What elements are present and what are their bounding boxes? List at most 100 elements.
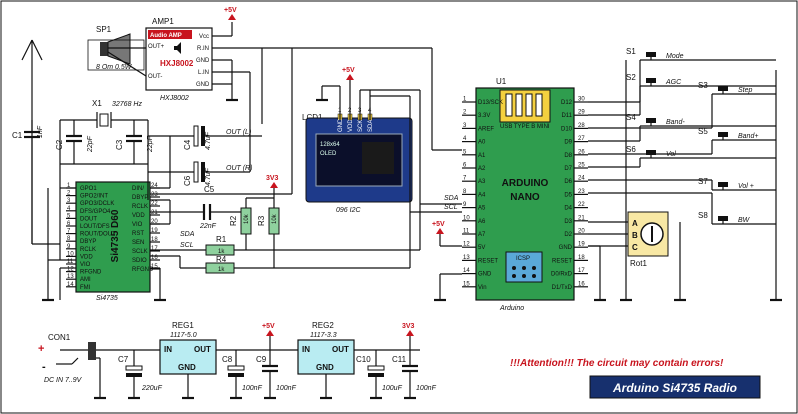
- oled-pin-label: SDA: [368, 120, 374, 132]
- si4735-body: Si4735 D60: [110, 209, 121, 262]
- u2-left-pin: FMI: [80, 285, 91, 291]
- switch-ref: S6: [626, 145, 636, 154]
- amp-pin-outm: OUT-: [148, 74, 162, 80]
- u1-right-num: 23: [578, 189, 585, 195]
- u2-left-pin: VDD: [80, 254, 93, 260]
- u1-right-pin: D7: [564, 166, 572, 172]
- u2-left-pin: LOUT/DFS: [80, 224, 110, 230]
- u1-right-num: 28: [578, 123, 585, 129]
- c4-ref: C4: [183, 139, 192, 150]
- reg1-out: OUT: [194, 345, 211, 354]
- oled-pin-label: GND: [338, 118, 344, 132]
- reg2-out: OUT: [332, 345, 349, 354]
- sp1-value: 8 Om 0.5W: [96, 64, 133, 71]
- u2-right-num: 18: [151, 237, 158, 243]
- u2-left-pin: GPO1: [80, 186, 97, 192]
- reg2-gnd: GND: [316, 363, 334, 372]
- switch-label: BW: [738, 217, 751, 224]
- arduino-5v-arrow: [436, 228, 444, 234]
- icsp-label: ICSP: [516, 256, 530, 262]
- u1-right-pin: RESET: [552, 258, 572, 264]
- u2-left-pin: RCLK: [80, 247, 96, 253]
- amp-ref: AMP1: [152, 17, 174, 26]
- u1-left-pin: A6: [478, 219, 486, 225]
- banner-box: [589, 375, 761, 399]
- switch-ref: S2: [626, 73, 636, 82]
- amp-header: Audio AMP: [150, 33, 182, 39]
- u2-right-num: 23: [151, 192, 158, 198]
- u2-right-num: 15: [151, 264, 158, 270]
- u1-left-pin: RESET: [478, 258, 498, 264]
- u1-right-num: 20: [578, 229, 585, 235]
- amp-pin-rin: R.IN: [197, 46, 209, 52]
- u1-left-pin: 3.3V: [478, 113, 490, 119]
- x1-freq: 32768 Hz: [112, 101, 142, 108]
- u1-left-num: 11: [463, 229, 470, 235]
- u1-left-num: 7: [463, 176, 467, 182]
- c10-ref: C10: [356, 355, 371, 364]
- oled-line2: OLED: [320, 151, 337, 157]
- reg1-part: 1117-5.0: [170, 332, 197, 339]
- reg1-5v-label: +5V: [262, 323, 275, 330]
- u1-right-num: 19: [578, 242, 585, 248]
- u1-right-pin: D1/TxD: [552, 285, 573, 291]
- c2-value: 22pF: [87, 135, 94, 153]
- u1-left-num: 13: [463, 255, 470, 261]
- u1-right-pin: D0/RxD: [551, 272, 573, 278]
- u1-left-pin: A3: [478, 179, 486, 185]
- con1-ref: CON1: [48, 333, 71, 342]
- reg2-part: 1117-3.3: [310, 332, 337, 339]
- u1-left-pin: A4: [478, 192, 486, 198]
- u2-right-pin: RCLK: [132, 204, 148, 210]
- u1-right-pin: D2: [564, 232, 572, 238]
- switch-actuator: [718, 132, 728, 137]
- r2-value: 10k: [244, 213, 250, 224]
- u2-left-num: 8: [67, 236, 71, 242]
- reg1-body: [159, 339, 217, 375]
- u1-left-pin: A5: [478, 206, 486, 212]
- u1-left-pin: 5V: [478, 245, 485, 251]
- u1-left-pin: D13/SCK: [478, 100, 503, 106]
- u1-right-num: 17: [578, 268, 585, 274]
- switch-ref: S1: [626, 47, 636, 56]
- reg2-ref: REG2: [312, 321, 334, 330]
- u1-right-num: 29: [578, 110, 585, 116]
- u1-left-num: 6: [463, 163, 467, 169]
- out-right-label: OUT (R): [226, 165, 252, 172]
- u1-left-num: 14: [463, 268, 470, 274]
- attention-note: !!!Attention!!! The circuit may contain …: [510, 358, 724, 369]
- u2-right-pin: RFGND: [132, 267, 154, 273]
- amp-chip: HXJ8002: [160, 59, 194, 68]
- amp-header-bg: [148, 30, 192, 39]
- u1-right-pin: D6: [564, 179, 572, 185]
- arduino-title2: NANO: [510, 192, 540, 203]
- encoder-pin-c: C: [632, 243, 638, 252]
- u2-left-pin: DOUT: [80, 216, 97, 222]
- sda-label-right: SDA: [444, 195, 459, 202]
- u2-right-num: 16: [151, 255, 158, 261]
- encoder-ref: Rot1: [630, 259, 647, 268]
- switch-actuator: [718, 182, 728, 187]
- u1-left-num: 3: [463, 123, 467, 129]
- u2-right-num: 20: [151, 219, 158, 225]
- icsp-pins: [512, 266, 536, 278]
- u1-left-pin: A2: [478, 166, 486, 172]
- u2-left-pin: GPO3/DCLK: [80, 201, 114, 207]
- amp-vcc-arrow: [228, 14, 236, 20]
- arduino-title1: ARDUINO: [502, 178, 549, 189]
- u1-right-pin: D11: [561, 113, 572, 119]
- c3-ref: C3: [115, 139, 124, 150]
- c6-value: 4.7uF: [205, 167, 212, 186]
- u1-right-pin: D8: [564, 153, 572, 159]
- out-left-label: OUT (L): [226, 129, 251, 136]
- u1-right-num: 21: [578, 215, 585, 221]
- u2-left-num: 2: [67, 191, 71, 197]
- u1-right-num: 16: [578, 281, 585, 287]
- c4-value: 4.7uF: [205, 131, 212, 150]
- u1-right-pin: D10: [561, 126, 573, 132]
- reg1-in: IN: [164, 345, 172, 354]
- amp-pin-gnd1: GND: [196, 58, 210, 64]
- switch-actuator: [646, 150, 656, 155]
- oled-line1: 128x64: [320, 142, 340, 148]
- u1-left-pin: A0: [478, 140, 486, 146]
